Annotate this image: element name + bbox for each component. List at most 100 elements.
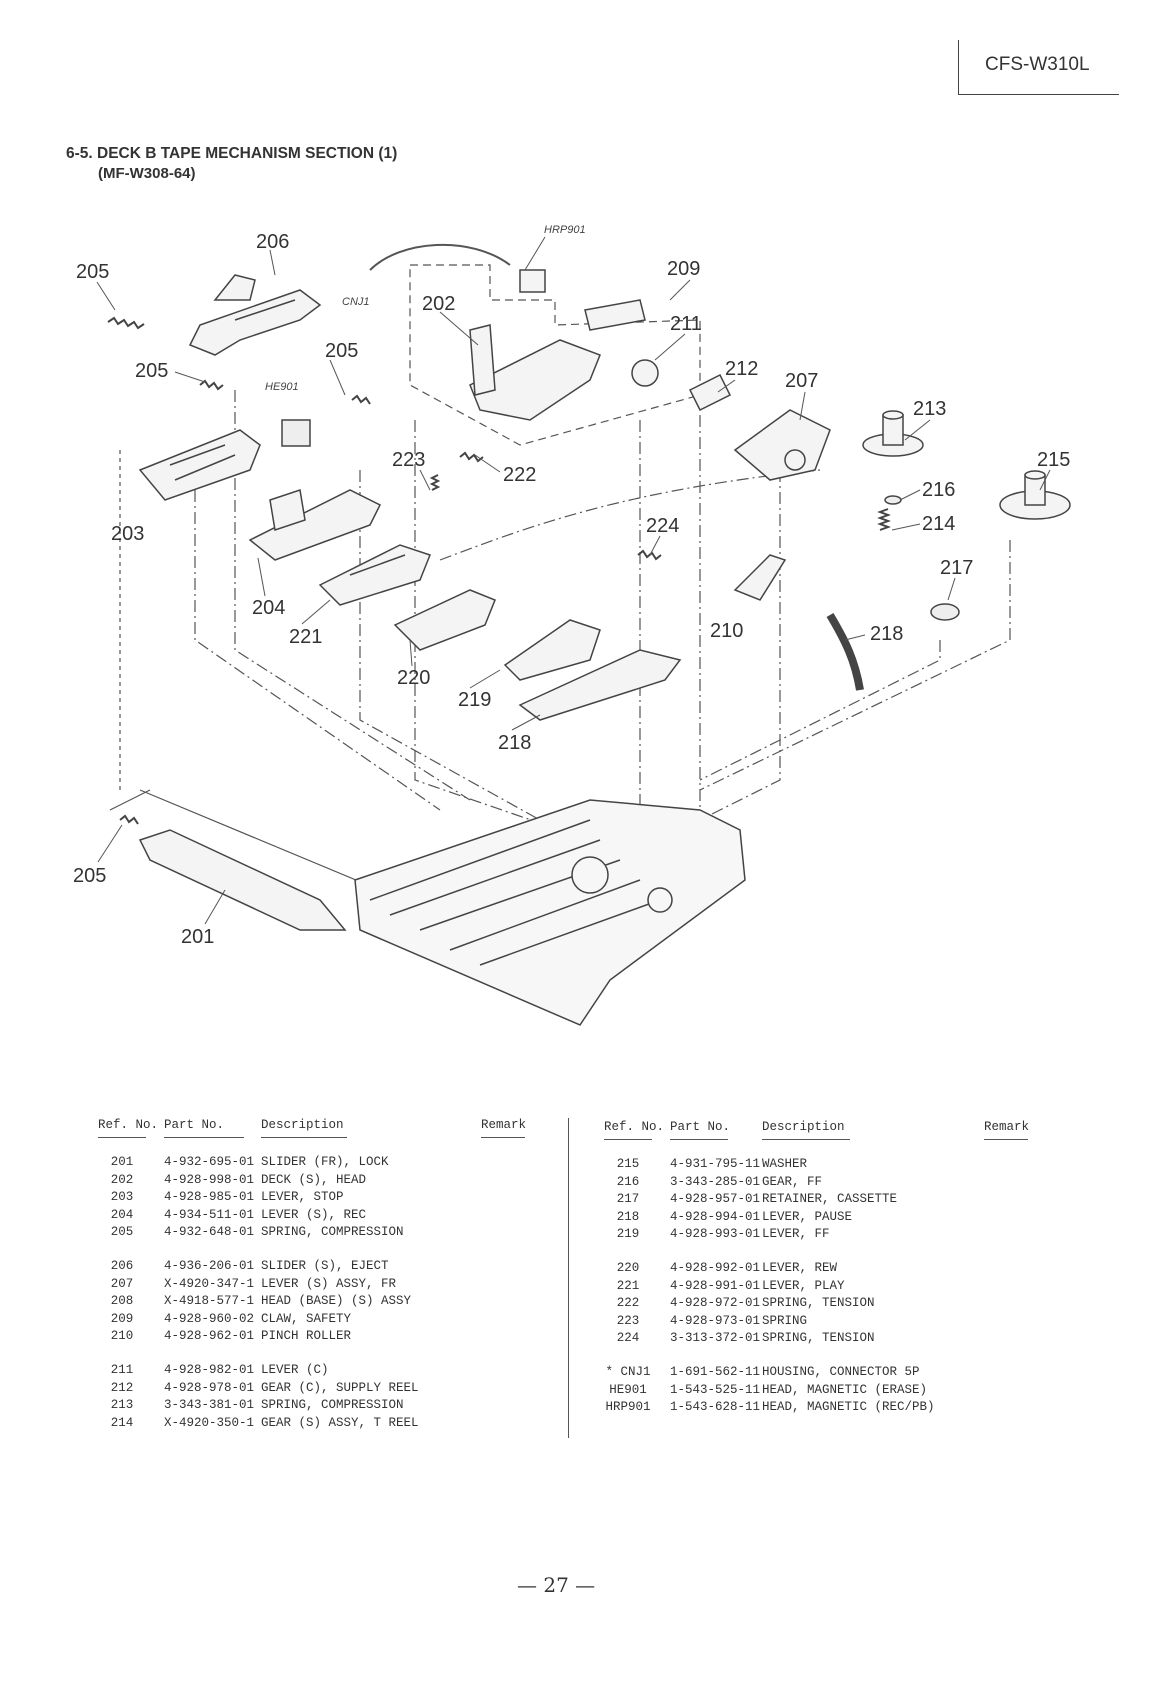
header-part-right: Part No. — [670, 1120, 731, 1134]
ref-no: 217 — [616, 1192, 640, 1207]
model-box — [958, 40, 1119, 95]
part-no: 4-928-978-01 — [164, 1380, 255, 1395]
lever-stop-part — [138, 429, 261, 501]
part-no: 4-928-972-01 — [670, 1296, 761, 1311]
callout-202: 202 — [422, 293, 455, 315]
label-he901: HE901 — [265, 381, 299, 393]
main-chassis-part — [354, 799, 746, 1026]
description: WASHER — [762, 1157, 808, 1171]
description: SPRING, TENSION — [762, 1331, 875, 1346]
description: LEVER (C) — [261, 1363, 329, 1377]
description: LEVER, PAUSE — [762, 1209, 853, 1224]
part-no: 3-343-285-01 — [670, 1174, 761, 1189]
description: LEVER (S) ASSY, FR — [261, 1276, 397, 1291]
callout-201: 201 — [181, 926, 214, 948]
description: HEAD, MAGNETIC (ERASE) — [762, 1382, 928, 1397]
supply-reel-gear-part — [862, 410, 924, 457]
description: LEVER, STOP — [261, 1190, 344, 1205]
ref-no: HRP901 — [605, 1400, 651, 1415]
parts-table-left: Ref. No. Part No. Description Remark 201… — [98, 1118, 548, 1448]
erase-head-part — [281, 419, 311, 447]
part-no: 4-928-998-01 — [164, 1172, 255, 1187]
ref-no: 208 — [110, 1294, 134, 1309]
description: GEAR (S) ASSY, T REEL — [261, 1415, 419, 1430]
description: CLAW, SAFETY — [261, 1311, 352, 1326]
header-ref-right: Ref. No. — [604, 1120, 665, 1134]
description: LEVER, PLAY — [762, 1278, 845, 1293]
callout-208: 209 — [667, 258, 700, 280]
part-no: 4-932-648-01 — [164, 1225, 255, 1240]
callout-210: 211 — [670, 313, 702, 335]
callout-216: 217 — [940, 557, 973, 579]
callout-204: 204 — [252, 597, 285, 619]
page-number: — 27 — — [517, 1573, 596, 1597]
part-no: 4-931-795-11 — [670, 1157, 761, 1171]
header-ref: Ref. No. — [98, 1118, 159, 1132]
callout-203: 203 — [111, 523, 144, 545]
part-no: 1-691-562-11 — [670, 1365, 761, 1379]
part-no: 4-932-695-01 — [164, 1155, 255, 1169]
part-no: X-4920-350-1 — [164, 1415, 255, 1430]
callout-213: 214 — [922, 513, 955, 535]
part-no: 4-928-993-01 — [670, 1227, 761, 1242]
part-no: 4-936-206-01 — [164, 1259, 255, 1273]
slider-eject-part — [188, 274, 322, 356]
safety-claw-part — [733, 554, 787, 601]
description: HOUSING, CONNECTOR 5P — [762, 1365, 920, 1379]
take-up-reel-gear-part — [999, 470, 1071, 520]
parts-table-right: Ref. No. Part No. Description Remark 215… — [604, 1120, 1054, 1450]
lever-play-part — [318, 544, 431, 606]
spring-part — [107, 316, 891, 825]
callout-215: 216 — [922, 479, 955, 501]
description: SLIDER (S), EJECT — [261, 1259, 389, 1273]
cassette-retainer-part — [826, 612, 864, 691]
description: SPRING, COMPRESSION — [261, 1398, 404, 1413]
callout-212: 213 — [913, 398, 946, 420]
callout-205-a: 205 — [76, 261, 109, 283]
part-no: 4-928-991-01 — [670, 1278, 761, 1293]
ref-no: * CNJ1 — [605, 1365, 651, 1379]
description: LEVER, REW — [762, 1261, 838, 1275]
label-cnj1: CNJ1 — [342, 296, 370, 308]
ref-no: 206 — [110, 1259, 134, 1273]
ref-no: 222 — [616, 1296, 640, 1311]
description: LEVER (S), REC — [261, 1207, 367, 1222]
ref-no: 203 — [110, 1190, 134, 1205]
callout-221: 221 — [289, 626, 322, 648]
callout-209: 210 — [710, 620, 743, 642]
part-no: 3-313-372-01 — [670, 1331, 761, 1346]
callout-218-visible: 218 — [498, 732, 531, 754]
header-part: Part No. — [164, 1118, 225, 1132]
callout-214: 215 — [1037, 449, 1070, 471]
part-no: 4-928-973-01 — [670, 1313, 761, 1328]
header-desc: Description — [261, 1118, 344, 1132]
part-no: 4-928-994-01 — [670, 1209, 761, 1224]
lever-rec-part — [248, 489, 382, 561]
description: SPRING — [762, 1313, 808, 1328]
ref-no: 205 — [110, 1225, 134, 1240]
callout-220: 220 — [397, 667, 430, 689]
section-title: 6-5. DECK B TAPE MECHANISM SECTION (1) — [66, 145, 398, 162]
lever-rew-ff-pause-parts — [393, 589, 682, 721]
lever-c-part — [688, 373, 732, 412]
part-no: 4-928-962-01 — [164, 1329, 255, 1344]
model-number: CFS-W310L — [985, 54, 1090, 75]
exploded-view-diagram: 206 205 202 209 211 205 205 212 207 213 … — [73, 224, 1071, 1026]
callout-205-c: 205 — [135, 360, 168, 382]
description: LEVER, FF — [762, 1227, 830, 1242]
callout-205-b: 205 — [325, 340, 358, 362]
ref-no: 224 — [616, 1331, 640, 1346]
ref-no: 204 — [110, 1207, 134, 1222]
ref-no: HE901 — [609, 1382, 647, 1397]
part-no: 1-543-628-11 — [670, 1400, 761, 1415]
callout-222: 222 — [503, 464, 536, 486]
label-hrp901: HRP901 — [544, 224, 586, 236]
callout-211: 212 — [725, 358, 758, 380]
ref-no: 207 — [110, 1276, 134, 1291]
callout-219: 219 — [458, 689, 491, 711]
part-no: X-4920-347-1 — [164, 1276, 255, 1291]
ref-no: 219 — [616, 1227, 640, 1242]
description: PINCH ROLLER — [261, 1329, 352, 1344]
callout-206: 206 — [256, 231, 289, 253]
ref-no: 210 — [110, 1329, 134, 1344]
